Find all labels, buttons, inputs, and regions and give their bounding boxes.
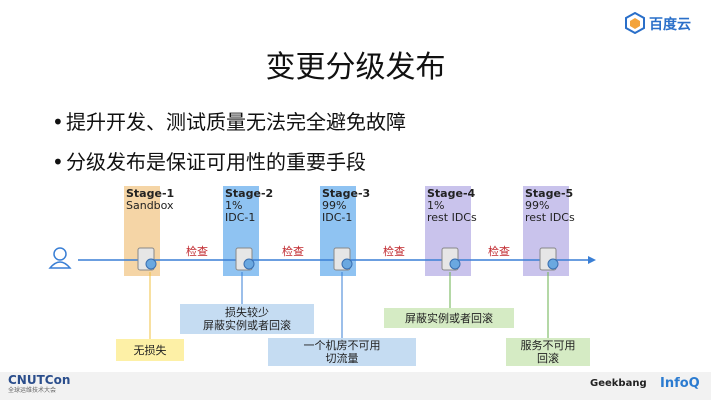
stage-name: Stage-2 (225, 187, 274, 200)
brand-logo-text: 百度云 (649, 17, 691, 33)
check-label: 检查 (383, 245, 405, 258)
brand-logo: 百度云 (625, 12, 705, 34)
server-icon (441, 247, 461, 271)
box-text: 无损失 (133, 343, 167, 357)
stage-name: Stage-5 (525, 187, 574, 200)
infoq-logo: InfoQ (660, 376, 700, 391)
stage-3-label: Stage-3 99% IDC-1 (322, 188, 370, 224)
stage-2-label: Stage-2 1% IDC-1 (225, 188, 273, 224)
server-icon (235, 247, 255, 271)
cnutcon-logo: CNUTCon 全球运维技术大会 (8, 374, 70, 395)
no-loss-box: 无损失 (116, 339, 184, 361)
stage-detail: IDC-1 (225, 211, 256, 224)
bullet-item: •提升开发、测试质量无法完全避免故障 (52, 106, 406, 135)
cnutcon-subtitle: 全球运维技术大会 (8, 387, 57, 394)
stage-name: Stage-1 (126, 187, 175, 200)
stage-name: Stage-3 (322, 187, 371, 200)
stage-name: Stage-4 (427, 187, 476, 200)
bullet-item: •分级发布是保证可用性的重要手段 (52, 146, 366, 175)
cnutcon-logo-text: CNUTCon (8, 373, 71, 387)
check-label: 检查 (186, 245, 208, 258)
server-icon (333, 247, 353, 271)
release-diagram (48, 186, 596, 340)
bullet-dot-icon: • (52, 150, 64, 174)
geekbang-logo: Geekbang (590, 378, 647, 389)
box-text: 损失较少 (225, 306, 269, 319)
stage-detail: rest IDCs (427, 211, 477, 224)
block-rollback-box: 屏蔽实例或者回滚 (384, 308, 514, 328)
box-text: 回滚 (537, 352, 559, 365)
server-icon (137, 247, 157, 271)
server-icon (539, 247, 559, 271)
stage-detail: Sandbox (126, 199, 174, 212)
stage-5-label: Stage-5 99% rest IDCs (525, 188, 575, 224)
box-text: 一个机房不可用 (303, 339, 381, 352)
check-label: 检查 (488, 245, 510, 258)
stage-detail: 1% (225, 199, 243, 212)
cube-icon (625, 12, 645, 34)
stage-4-label: Stage-4 1% rest IDCs (427, 188, 477, 224)
footer-bar: CNUTCon 全球运维技术大会 Geekbang InfoQ (0, 372, 711, 400)
room-down-box: 一个机房不可用 切流量 (268, 338, 416, 366)
stage-detail: rest IDCs (525, 211, 575, 224)
bullet-dot-icon: • (52, 110, 64, 134)
small-loss-box: 损失较少 屏蔽实例或者回滚 (180, 304, 314, 334)
stage-1-label: Stage-1 Sandbox (126, 188, 174, 212)
flow-arrow-head (588, 256, 596, 264)
stage-detail: 99% (322, 199, 347, 212)
bullet-text: 提升开发、测试质量无法完全避免故障 (66, 110, 406, 134)
service-down-box: 服务不可用 回滚 (506, 338, 590, 366)
box-text: 屏蔽实例或者回滚 (405, 311, 493, 325)
check-label: 检查 (282, 245, 304, 258)
box-text: 切流量 (325, 352, 359, 365)
box-text: 屏蔽实例或者回滚 (203, 319, 291, 332)
user-icon (48, 247, 72, 269)
slide-title: 变更分级发布 (265, 50, 446, 85)
stage-detail: IDC-1 (322, 211, 353, 224)
stage-detail: 99% (525, 199, 550, 212)
bullet-text: 分级发布是保证可用性的重要手段 (66, 150, 366, 174)
stage-detail: 1% (427, 199, 445, 212)
box-text: 服务不可用 (520, 339, 576, 352)
